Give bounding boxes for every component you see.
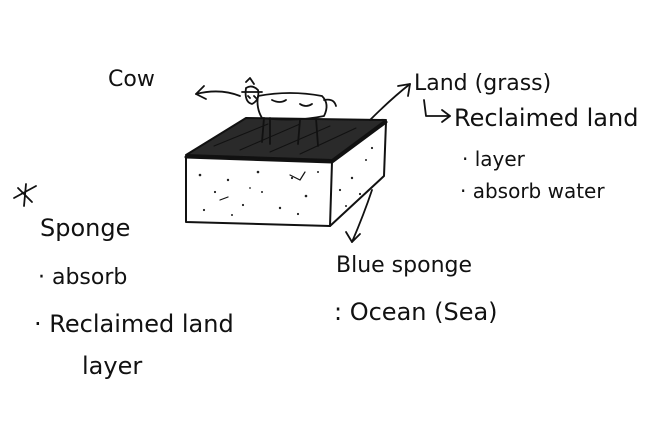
bullet-absorb-water: · absorb water [460,179,605,203]
sponge-speckles [198,146,374,216]
bullet-absorb: · absorb [38,265,127,290]
sponge-block [184,117,388,227]
block-front-face [185,156,333,227]
bullet-layer: · layer [462,147,526,171]
label-ocean-sea: : Ocean (Sea) [334,298,498,326]
cow-figure [241,77,337,147]
grass-edge [184,120,388,164]
label-blue-sponge: Blue sponge [336,253,472,278]
label-sponge: Sponge [40,214,130,242]
arrow-land [369,83,411,121]
label-layer: layer [82,352,142,380]
arrow-blue-sponge [345,189,373,243]
arrow-reclaimed [423,99,451,123]
label-land-grass: Land (grass) [414,71,551,96]
star-mark-icon [13,183,37,207]
label-reclaimed-land: Reclaimed land [454,104,638,132]
bullet-reclaimed-land: · Reclaimed land [34,310,234,338]
sponge-crack [219,171,306,201]
grass-top-surface [185,117,387,161]
arrow-cow [195,85,241,100]
label-cow: Cow [108,67,155,92]
